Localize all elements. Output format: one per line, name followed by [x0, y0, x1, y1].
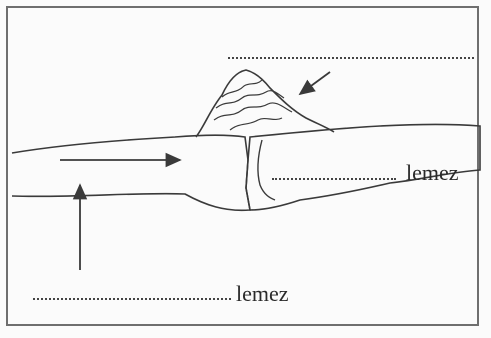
subduction-line — [258, 140, 275, 200]
label-right-plate: lemez — [406, 162, 459, 184]
mountain-fold-4 — [230, 118, 282, 130]
label-left-plate: lemez — [236, 283, 289, 305]
mountain-arrow — [300, 72, 330, 94]
blank-line-top — [228, 57, 474, 59]
mountain-fold-2 — [216, 91, 284, 108]
blank-line-right — [272, 178, 396, 180]
left-plate — [12, 135, 250, 210]
mountain — [196, 70, 334, 137]
blank-line-bottom — [33, 298, 231, 300]
mountain-fold-3 — [214, 103, 292, 120]
